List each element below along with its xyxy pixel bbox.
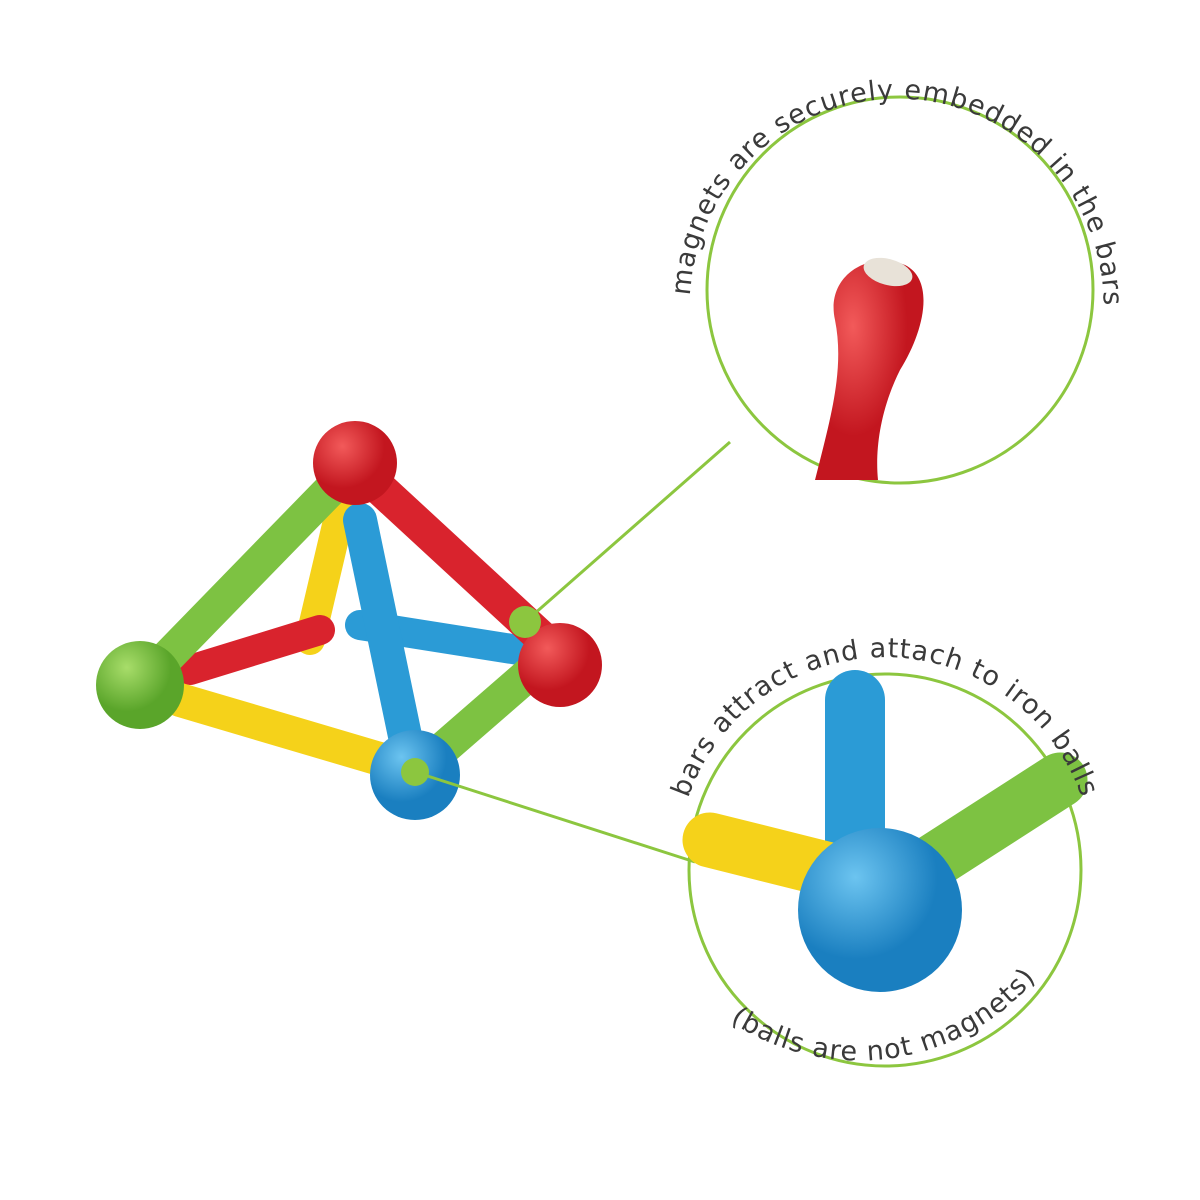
pointer-dot-bottom <box>401 758 429 786</box>
green-bar-left <box>128 473 347 697</box>
bottom-callout-circle <box>687 672 1083 1068</box>
top-callout-circle <box>705 95 1095 485</box>
blue-bar-front <box>343 503 427 777</box>
red-ball-right <box>518 623 602 707</box>
red-bar-back <box>175 615 335 685</box>
callout-lines <box>414 95 1095 1068</box>
closeup-red-bar <box>815 257 924 480</box>
green-ball-left <box>96 641 184 729</box>
red-ball-top <box>313 421 397 505</box>
toy-pyramid <box>96 421 602 820</box>
closeup-ball-and-bars <box>682 670 1088 992</box>
yellow-bar-bottom <box>163 683 417 782</box>
pointer-dot-top <box>509 606 541 638</box>
